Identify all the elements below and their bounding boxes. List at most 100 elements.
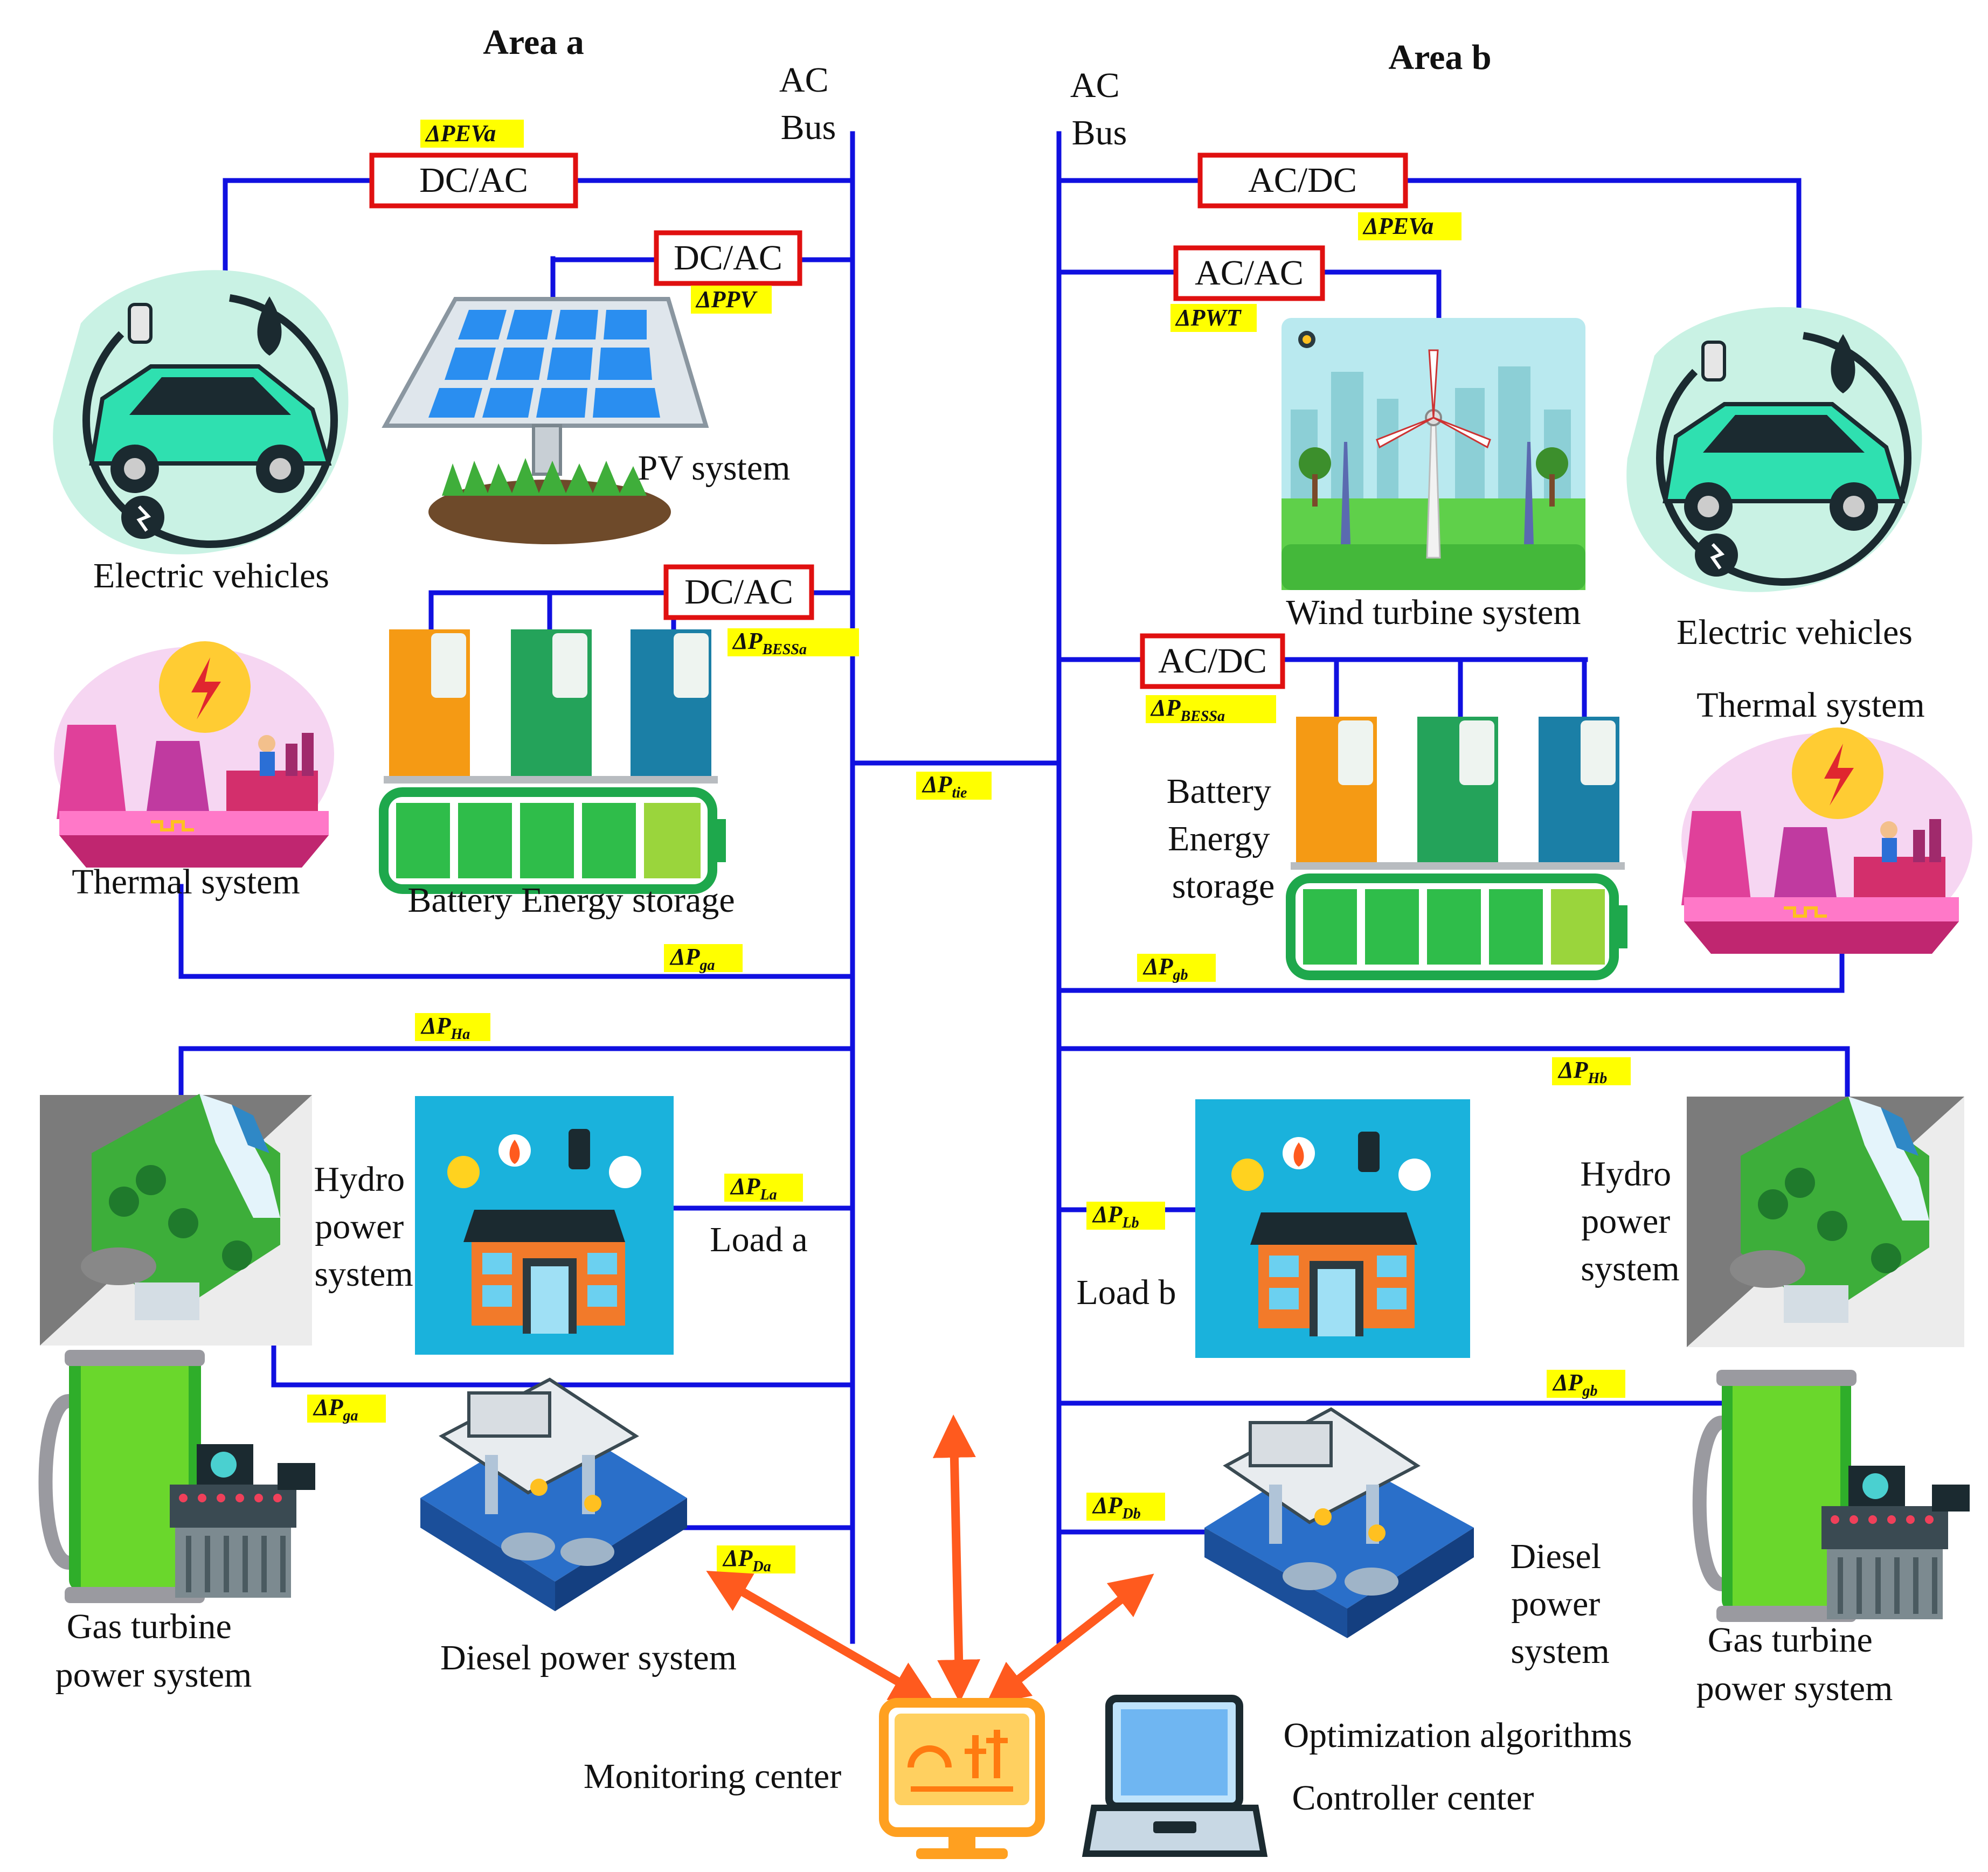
converter-label-b-wt: AC/AC: [1195, 253, 1304, 293]
svg-text:ΔPWT: ΔPWT: [1175, 304, 1242, 331]
converter-box-a-pv: [654, 230, 802, 286]
svg-text:ΔPEVa: ΔPEVa: [1362, 213, 1433, 239]
arrow-to-bus: [932, 1415, 981, 1703]
optimization-label: Optimization algorithms: [1283, 1716, 1632, 1755]
ev-b-label: Electric vehicles: [1677, 613, 1913, 652]
hydro-a-icon: [40, 1094, 312, 1346]
converter-box-a-bess: [663, 564, 814, 620]
load-a-icon: [415, 1096, 674, 1355]
converter-label-b-bess: AC/DC: [1158, 641, 1267, 681]
converter-label-a-ev: DC/AC: [419, 161, 528, 200]
svg-text:ΔPLb: ΔPLb: [1092, 1201, 1139, 1231]
arrow-to-diesel-b: [985, 1573, 1154, 1705]
monitor-icon: [879, 1698, 1045, 1859]
thermal-a-label: Thermal system: [72, 862, 300, 902]
converters: DC/AC DC/AC DC/AC AC/DC AC/AC AC/DC: [369, 152, 1408, 689]
bess-a-label: Battery Energy storage: [407, 880, 735, 920]
gas-a-icon: [38, 1350, 315, 1603]
svg-text:ΔPBESSa: ΔPBESSa: [1150, 695, 1225, 725]
signal-b-hb: ΔPHb: [1552, 1057, 1631, 1087]
bus-b-label-text: AC: [1070, 66, 1120, 105]
gas-a-label: Gas turbine power system: [56, 1607, 252, 1695]
signal-b-pwt: ΔPWT: [1170, 304, 1257, 332]
bus-b-label: AC Bus: [1070, 66, 1128, 152]
thermal-b-label: Thermal system: [1696, 685, 1924, 725]
gas-b-label: Gas turbine power system: [1696, 1620, 1893, 1708]
diesel-a-label: Diesel power system: [440, 1638, 737, 1677]
hydro-a-label: Hydro power system: [314, 1160, 413, 1294]
wire-hydro-a: [178, 1046, 855, 1098]
svg-text:ΔPLa: ΔPLa: [730, 1173, 777, 1203]
svg-text:ΔPga: ΔPga: [669, 944, 715, 974]
hydro-b-icon: [1687, 1097, 1964, 1347]
signal-b-pev: ΔPEVa: [1358, 212, 1461, 240]
area-a-title: Area a: [483, 23, 584, 62]
bus-wiring: [178, 131, 1850, 1644]
ev-a-label: Electric vehicles: [93, 556, 329, 595]
svg-text:ΔPPV: ΔPPV: [695, 286, 758, 313]
hydro-b-label: Hydro power system: [1580, 1154, 1680, 1288]
bess-b-label: Battery Energy storage: [1167, 772, 1280, 906]
converter-box-a-ev: [369, 152, 578, 209]
signal-b-bess: ΔPBESSa: [1146, 695, 1276, 725]
laptop-icon: [1082, 1695, 1268, 1857]
wind-label: Wind turbine system: [1286, 593, 1581, 632]
svg-text:ΔPBESSa: ΔPBESSa: [732, 628, 807, 658]
signal-a-la: ΔPLa: [724, 1173, 803, 1203]
diesel-a-icon: [420, 1377, 687, 1611]
wire-ev-a: [223, 178, 373, 275]
pv-icon: [382, 297, 709, 544]
control-arrows: [706, 1415, 1154, 1705]
wind-turbine-icon: [1282, 318, 1585, 590]
signal-a-bess: ΔPBESSa: [728, 628, 859, 658]
signal-a-da: ΔPDa: [717, 1545, 795, 1575]
svg-text:ΔPHa: ΔPHa: [420, 1013, 470, 1043]
area-b-title: Area b: [1388, 38, 1491, 77]
svg-text:ΔPga: ΔPga: [313, 1394, 358, 1424]
load-b-label: Load b: [1076, 1273, 1176, 1312]
signal-b-db: ΔPDb: [1086, 1492, 1165, 1522]
signal-a-ha: ΔPHa: [415, 1013, 490, 1043]
svg-text:ΔPHb: ΔPHb: [1557, 1057, 1607, 1087]
converter-box-b-wt: [1173, 245, 1325, 301]
thermal-a-icon: [54, 641, 334, 868]
load-a-label: Load a: [710, 1220, 807, 1259]
signal-a-ppv: ΔPPV: [691, 286, 772, 314]
svg-text:ΔPgb: ΔPgb: [1142, 953, 1188, 983]
bus-a-label: AC Bus: [779, 60, 837, 147]
signal-tags: ΔPEVa ΔPPV ΔPBESSa ΔPtie ΔPga ΔPHa ΔPLa: [307, 120, 1631, 1575]
svg-text:ΔPgb: ΔPgb: [1552, 1369, 1597, 1399]
bess-a-icon: [379, 629, 726, 894]
controller-label: Controller center: [1292, 1778, 1534, 1818]
diesel-b-label: Diesel power system: [1510, 1537, 1610, 1671]
signal-a-ga2: ΔPga: [307, 1394, 386, 1424]
signal-b-gb: ΔPgb: [1137, 953, 1216, 983]
load-b-icon: [1195, 1099, 1470, 1358]
monitoring-label: Monitoring center: [584, 1757, 841, 1796]
svg-text:ΔPEVa: ΔPEVa: [425, 120, 496, 147]
converter-box-b-ev: [1197, 152, 1408, 209]
ev-b-icon: [1626, 307, 1922, 592]
bess-b-icon: [1286, 717, 1627, 980]
pv-label: PV system: [638, 448, 790, 488]
bus-a-label-text: AC: [779, 60, 829, 100]
diesel-b-icon: [1204, 1407, 1474, 1638]
signal-b-gb2: ΔPgb: [1547, 1369, 1625, 1399]
signal-a-ga: ΔPga: [664, 944, 743, 974]
wire-ev-b-2: [1404, 178, 1802, 310]
thermal-b-icon: [1681, 727, 1972, 954]
ev-a-icon: [53, 270, 349, 554]
wire-thermal-a: [178, 884, 855, 979]
wire-wt-2: [1320, 269, 1442, 323]
svg-text:ΔPDa: ΔPDa: [722, 1545, 771, 1575]
wire-thermal-b: [1056, 935, 1845, 993]
wire-hydro-b: [1056, 1046, 1850, 1102]
converter-label-a-bess: DC/AC: [684, 572, 793, 612]
gas-b-icon: [1692, 1370, 1970, 1622]
converter-label-a-pv: DC/AC: [674, 238, 782, 278]
arrow-to-diesel-a: [706, 1570, 935, 1703]
signal-a-pev: ΔPEVa: [420, 120, 524, 148]
signal-b-lb: ΔPLb: [1086, 1201, 1165, 1231]
converter-label-b-ev: AC/DC: [1248, 161, 1357, 200]
